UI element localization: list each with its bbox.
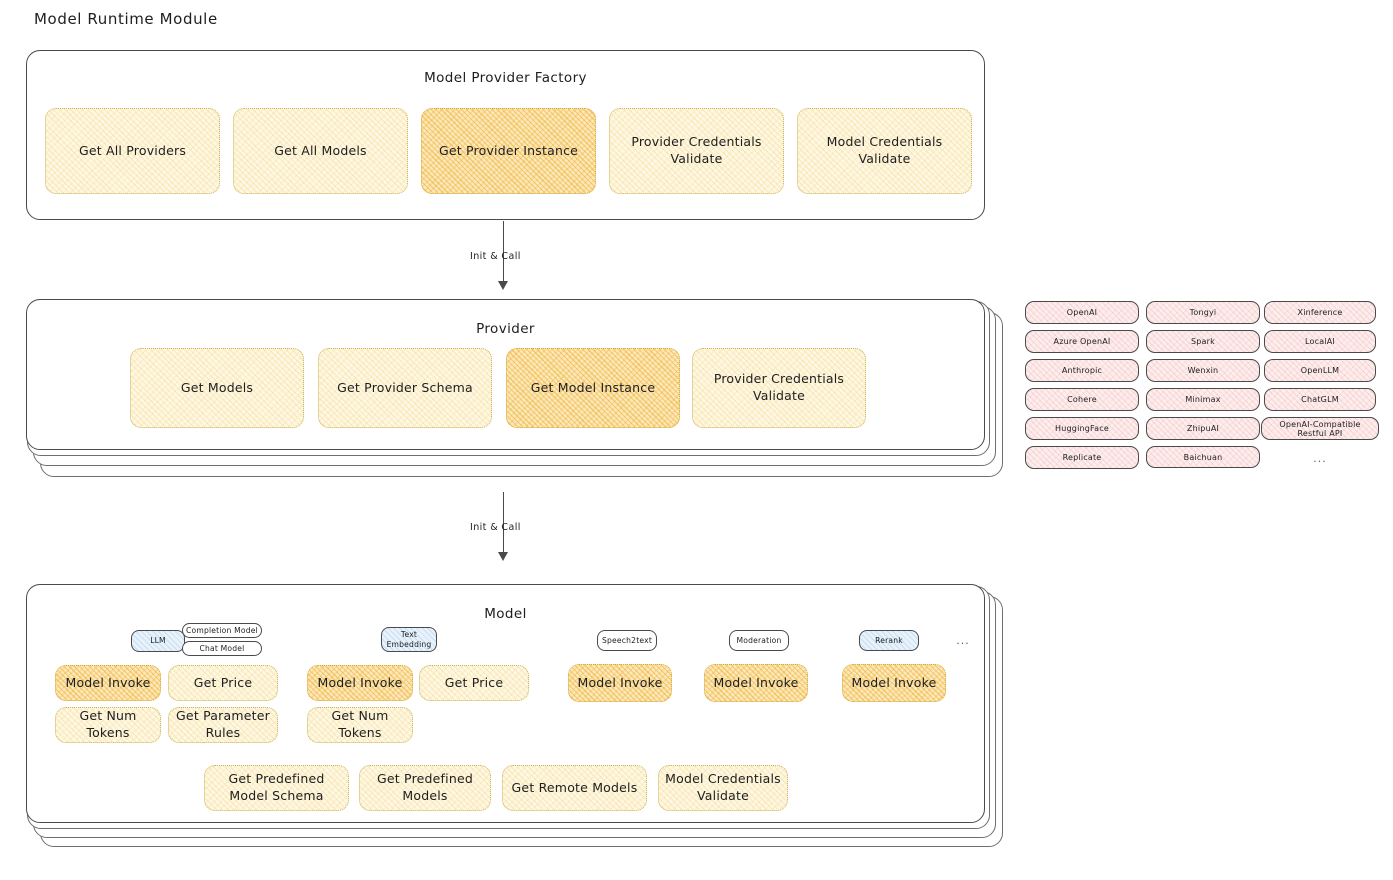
model-type-badge-llm[interactable]: LLM <box>131 630 185 652</box>
provider-chip-cohere[interactable]: Cohere <box>1025 388 1139 411</box>
rerank-method-model-invoke[interactable]: Model Invoke <box>842 664 946 702</box>
provider-chip-openai[interactable]: OpenAI <box>1025 301 1139 324</box>
model-provider-factory-title: Model Provider Factory <box>424 70 587 86</box>
model-common-method-get-predefined-models[interactable]: Get Predefined Models <box>359 765 491 811</box>
model-type-badge-speech2text[interactable]: Speech2text <box>597 630 657 651</box>
provider-chip-openai-compatible-restful-api[interactable]: OpenAI-Compatible Restful API <box>1261 417 1379 440</box>
provider-chip-localai[interactable]: LocalAI <box>1264 330 1376 353</box>
model-type-badge-text-embedding[interactable]: Text Embedding <box>381 627 437 652</box>
provider-chip-tongyi[interactable]: Tongyi <box>1146 301 1260 324</box>
llm-method-get-parameter-rules[interactable]: Get Parameter Rules <box>168 707 278 743</box>
moderation-method-model-invoke[interactable]: Model Invoke <box>704 664 808 702</box>
provider-list-more-ellipsis: ... <box>1313 451 1327 465</box>
arrow-provider-to-model-label: Init & Call <box>470 522 521 533</box>
model-type-badge-rerank[interactable]: Rerank <box>859 630 919 651</box>
model-common-method-get-predefined-model-schema[interactable]: Get Predefined Model Schema <box>204 765 349 811</box>
arrow-factory-to-provider-line <box>503 221 504 283</box>
provider-chip-azure-openai[interactable]: Azure OpenAI <box>1025 330 1139 353</box>
model-type-subbadge-chat-model[interactable]: Chat Model <box>182 641 262 656</box>
speech2text-method-model-invoke[interactable]: Model Invoke <box>568 664 672 702</box>
provider-chip-zhipuai[interactable]: ZhipuAI <box>1146 417 1260 440</box>
page-title: Model Runtime Module <box>34 10 218 28</box>
arrow-provider-to-model-line <box>503 492 504 554</box>
provider-chip-chatglm[interactable]: ChatGLM <box>1264 388 1376 411</box>
provider-chip-replicate[interactable]: Replicate <box>1025 446 1139 469</box>
arrow-factory-to-provider-label: Init & Call <box>470 251 521 262</box>
provider-chip-baichuan[interactable]: Baichuan <box>1146 446 1260 468</box>
model-card: Model LLM Completion Model Chat Model Mo… <box>26 584 985 823</box>
model-common-method-get-remote-models[interactable]: Get Remote Models <box>502 765 647 811</box>
arrow-factory-to-provider-head <box>498 281 508 290</box>
provider-chip-spark[interactable]: Spark <box>1146 330 1260 353</box>
model-title: Model <box>484 606 527 622</box>
model-common-method-model-credentials-validate[interactable]: Model Credentials Validate <box>658 765 788 811</box>
provider-card: Provider Get Models Get Provider Schema … <box>26 299 985 450</box>
model-types-more-ellipsis: ... <box>956 633 970 647</box>
factory-box-get-all-providers[interactable]: Get All Providers <box>45 108 220 194</box>
model-type-badge-moderation[interactable]: Moderation <box>729 630 789 651</box>
provider-chip-huggingface[interactable]: HuggingFace <box>1025 417 1139 440</box>
factory-box-get-all-models[interactable]: Get All Models <box>233 108 408 194</box>
text-embedding-method-model-invoke[interactable]: Model Invoke <box>307 665 413 701</box>
provider-chip-minimax[interactable]: Minimax <box>1146 388 1260 411</box>
provider-box-get-models[interactable]: Get Models <box>130 348 304 428</box>
provider-chip-openllm[interactable]: OpenLLM <box>1264 359 1376 382</box>
provider-box-get-provider-schema[interactable]: Get Provider Schema <box>318 348 492 428</box>
provider-box-get-model-instance[interactable]: Get Model Instance <box>506 348 680 428</box>
text-embedding-method-get-num-tokens[interactable]: Get Num Tokens <box>307 707 413 743</box>
provider-chip-wenxin[interactable]: Wenxin <box>1146 359 1260 382</box>
model-type-subbadge-completion-model[interactable]: Completion Model <box>182 623 262 638</box>
llm-method-get-price[interactable]: Get Price <box>168 665 278 701</box>
provider-title: Provider <box>476 321 535 337</box>
provider-chip-anthropic[interactable]: Anthropic <box>1025 359 1139 382</box>
text-embedding-method-get-price[interactable]: Get Price <box>419 665 529 701</box>
llm-method-model-invoke[interactable]: Model Invoke <box>55 665 161 701</box>
arrow-provider-to-model-head <box>498 552 508 561</box>
llm-method-get-num-tokens[interactable]: Get Num Tokens <box>55 707 161 743</box>
factory-box-provider-credentials-validate[interactable]: Provider Credentials Validate <box>609 108 784 194</box>
factory-box-model-credentials-validate[interactable]: Model Credentials Validate <box>797 108 972 194</box>
factory-box-get-provider-instance[interactable]: Get Provider Instance <box>421 108 596 194</box>
provider-chip-xinference[interactable]: Xinference <box>1264 301 1376 324</box>
model-provider-factory-card: Model Provider Factory Get All Providers… <box>26 50 985 220</box>
provider-box-provider-credentials-validate[interactable]: Provider Credentials Validate <box>692 348 866 428</box>
